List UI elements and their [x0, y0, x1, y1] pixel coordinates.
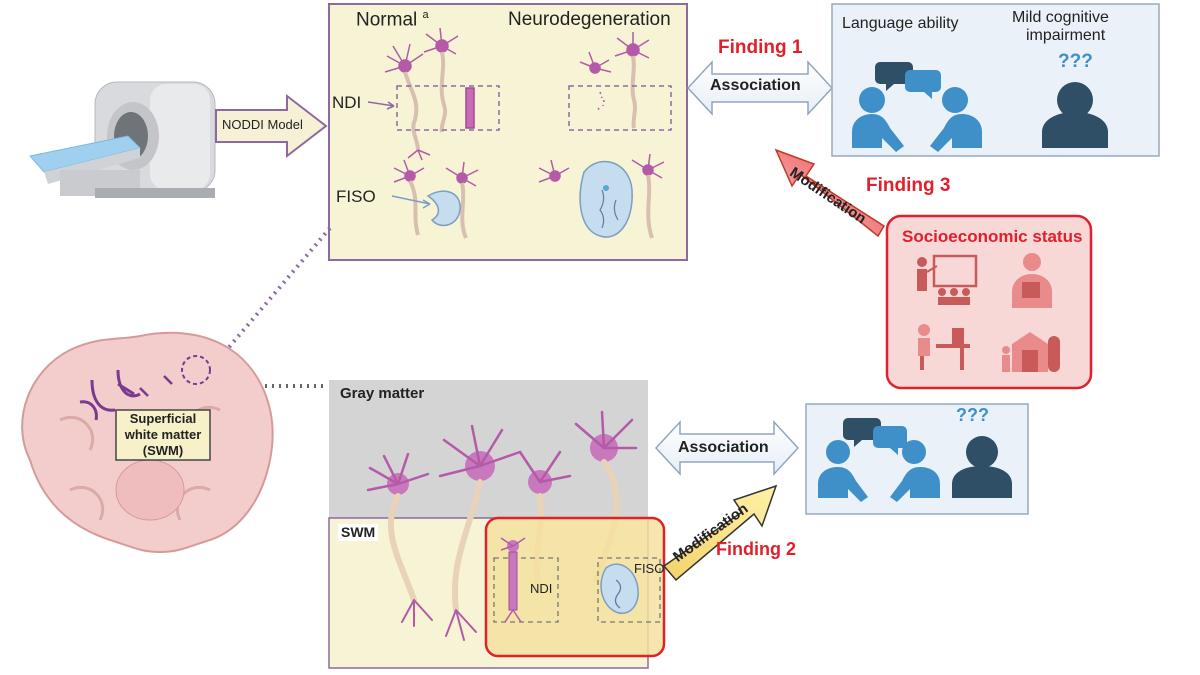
modification-arrow-finding3: [774, 148, 886, 238]
ndi-label-bottom: NDI: [530, 581, 553, 596]
mci-label-line-2: impairment: [1026, 27, 1106, 44]
gray-matter-label: Gray matter: [340, 385, 425, 402]
bottom-fiso-compartment: [600, 563, 639, 614]
language-ability-label: Language ability: [842, 15, 959, 32]
reading-person-icon: [1012, 253, 1052, 308]
conversation-icon-top: [852, 62, 982, 152]
noddi-model-arrow: [215, 93, 328, 159]
swm-axon-terminals: [401, 599, 477, 641]
degenerated-ndi-neurons: [579, 32, 650, 129]
normal-superscript: a: [422, 9, 429, 21]
question-marks-top: ???: [1058, 51, 1093, 72]
swm-brain-label-line-3: (SWM): [142, 443, 184, 458]
bottom-ndi-neuron: [500, 537, 526, 623]
mri-scanner-icon: [29, 81, 216, 198]
bottom-ndi-box: [493, 557, 559, 623]
fiso-label-bottom: FISO: [634, 561, 665, 576]
modification-arrow-finding2: [662, 484, 778, 582]
degenerated-fiso-neurons: [538, 153, 665, 239]
farm-icon: [1002, 332, 1060, 372]
question-marks-bottom: ???: [956, 405, 989, 425]
noddi-model-label: NODDI Model: [222, 117, 303, 132]
confused-person-icon-bottom: [952, 436, 1012, 498]
association-label-bottom: Association: [678, 439, 769, 456]
gray-matter-neurons: [366, 410, 638, 495]
swm-panel-label: SWM: [338, 524, 379, 541]
conversation-icon-bottom: [818, 418, 940, 502]
finding-1-label: Finding 1: [718, 37, 803, 58]
confused-person-icon-top: [1042, 82, 1108, 148]
normal-fiso-neurons: [393, 159, 479, 239]
ndi-label-top: NDI: [332, 93, 362, 112]
swm-label-box: [115, 409, 211, 461]
swm-brain-label-line-1: Superficial: [129, 411, 197, 426]
normal-label: Normal a: [356, 9, 429, 31]
office-worker-icon: [918, 324, 970, 370]
swm-brain-label-line-2: white matter: [124, 427, 202, 442]
finding-2-label: Finding 2: [716, 539, 796, 559]
fiso-label-top: FISO: [336, 187, 376, 206]
finding-3-label: Finding 3: [866, 175, 951, 196]
degenerated-ndi-box: [568, 85, 672, 131]
bottom-fiso-box: [597, 557, 661, 623]
degenerated-fiso-compartment: [579, 160, 633, 238]
association-label-top: Association: [710, 77, 801, 94]
association-arrow-bottom: [654, 420, 800, 476]
normal-ndi-box: [396, 85, 500, 131]
teaching-icon: [917, 254, 978, 305]
ses-title: Socioeconomic status: [902, 227, 1083, 246]
neurodegeneration-label: Neurodegeneration: [508, 9, 671, 30]
mci-label-line-1: Mild cognitive: [1012, 9, 1109, 26]
normal-fiso-compartment: [426, 190, 461, 227]
